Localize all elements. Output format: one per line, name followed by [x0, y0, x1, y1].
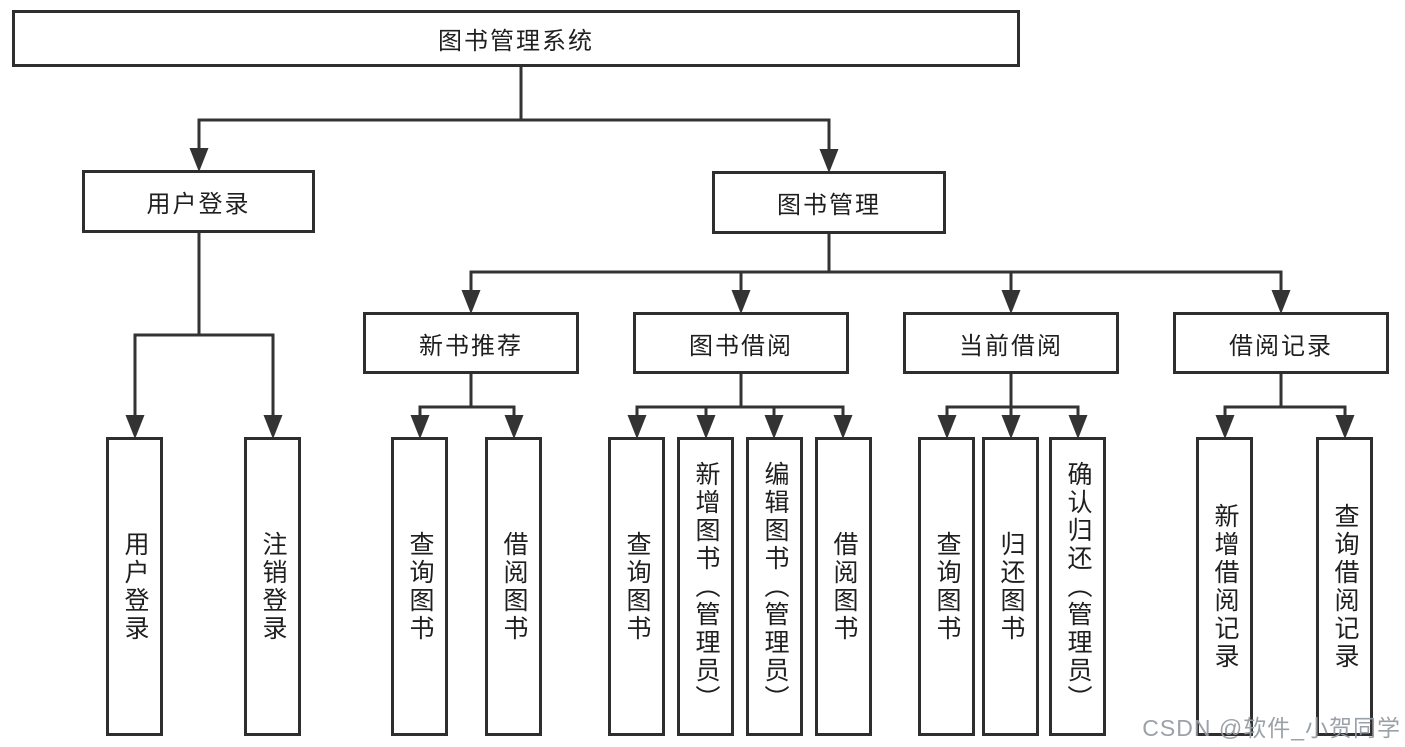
leaf-add-borrow-record: 新增借阅记录 — [1196, 437, 1253, 736]
node-book-borrowing: 图书借阅 — [633, 312, 849, 374]
node-borrowing-records: 借阅记录 — [1173, 312, 1389, 374]
leaf-query-books-current: 查询图书 — [918, 437, 975, 736]
leaf-confirm-return-admin: 确认归还（管理员） — [1049, 437, 1106, 736]
leaf-query-books-borrowing: 查询图书 — [608, 437, 665, 736]
leaf-add-book-admin: 新增图书（管理员） — [677, 437, 734, 736]
leaf-edit-book-admin: 编辑图书（管理员） — [746, 437, 803, 736]
node-new-book-recommend: 新书推荐 — [363, 312, 579, 374]
leaf-query-borrow-record: 查询借阅记录 — [1316, 437, 1373, 736]
leaf-borrow-books-borrowing: 借阅图书 — [815, 437, 872, 736]
leaf-logout: 注销登录 — [244, 437, 301, 736]
node-user-login: 用户登录 — [82, 170, 315, 233]
leaf-borrow-books-recommend: 借阅图书 — [485, 437, 542, 736]
node-book-management: 图书管理 — [712, 171, 946, 234]
leaf-user-login: 用户登录 — [106, 437, 163, 736]
leaf-return-books: 归还图书 — [982, 437, 1039, 736]
node-root-system: 图书管理系统 — [12, 10, 1020, 67]
watermark-text: CSDN @软件_小贺同学 — [1142, 715, 1401, 741]
leaf-query-books-recommend: 查询图书 — [391, 437, 448, 736]
node-current-borrowing: 当前借阅 — [903, 312, 1119, 374]
